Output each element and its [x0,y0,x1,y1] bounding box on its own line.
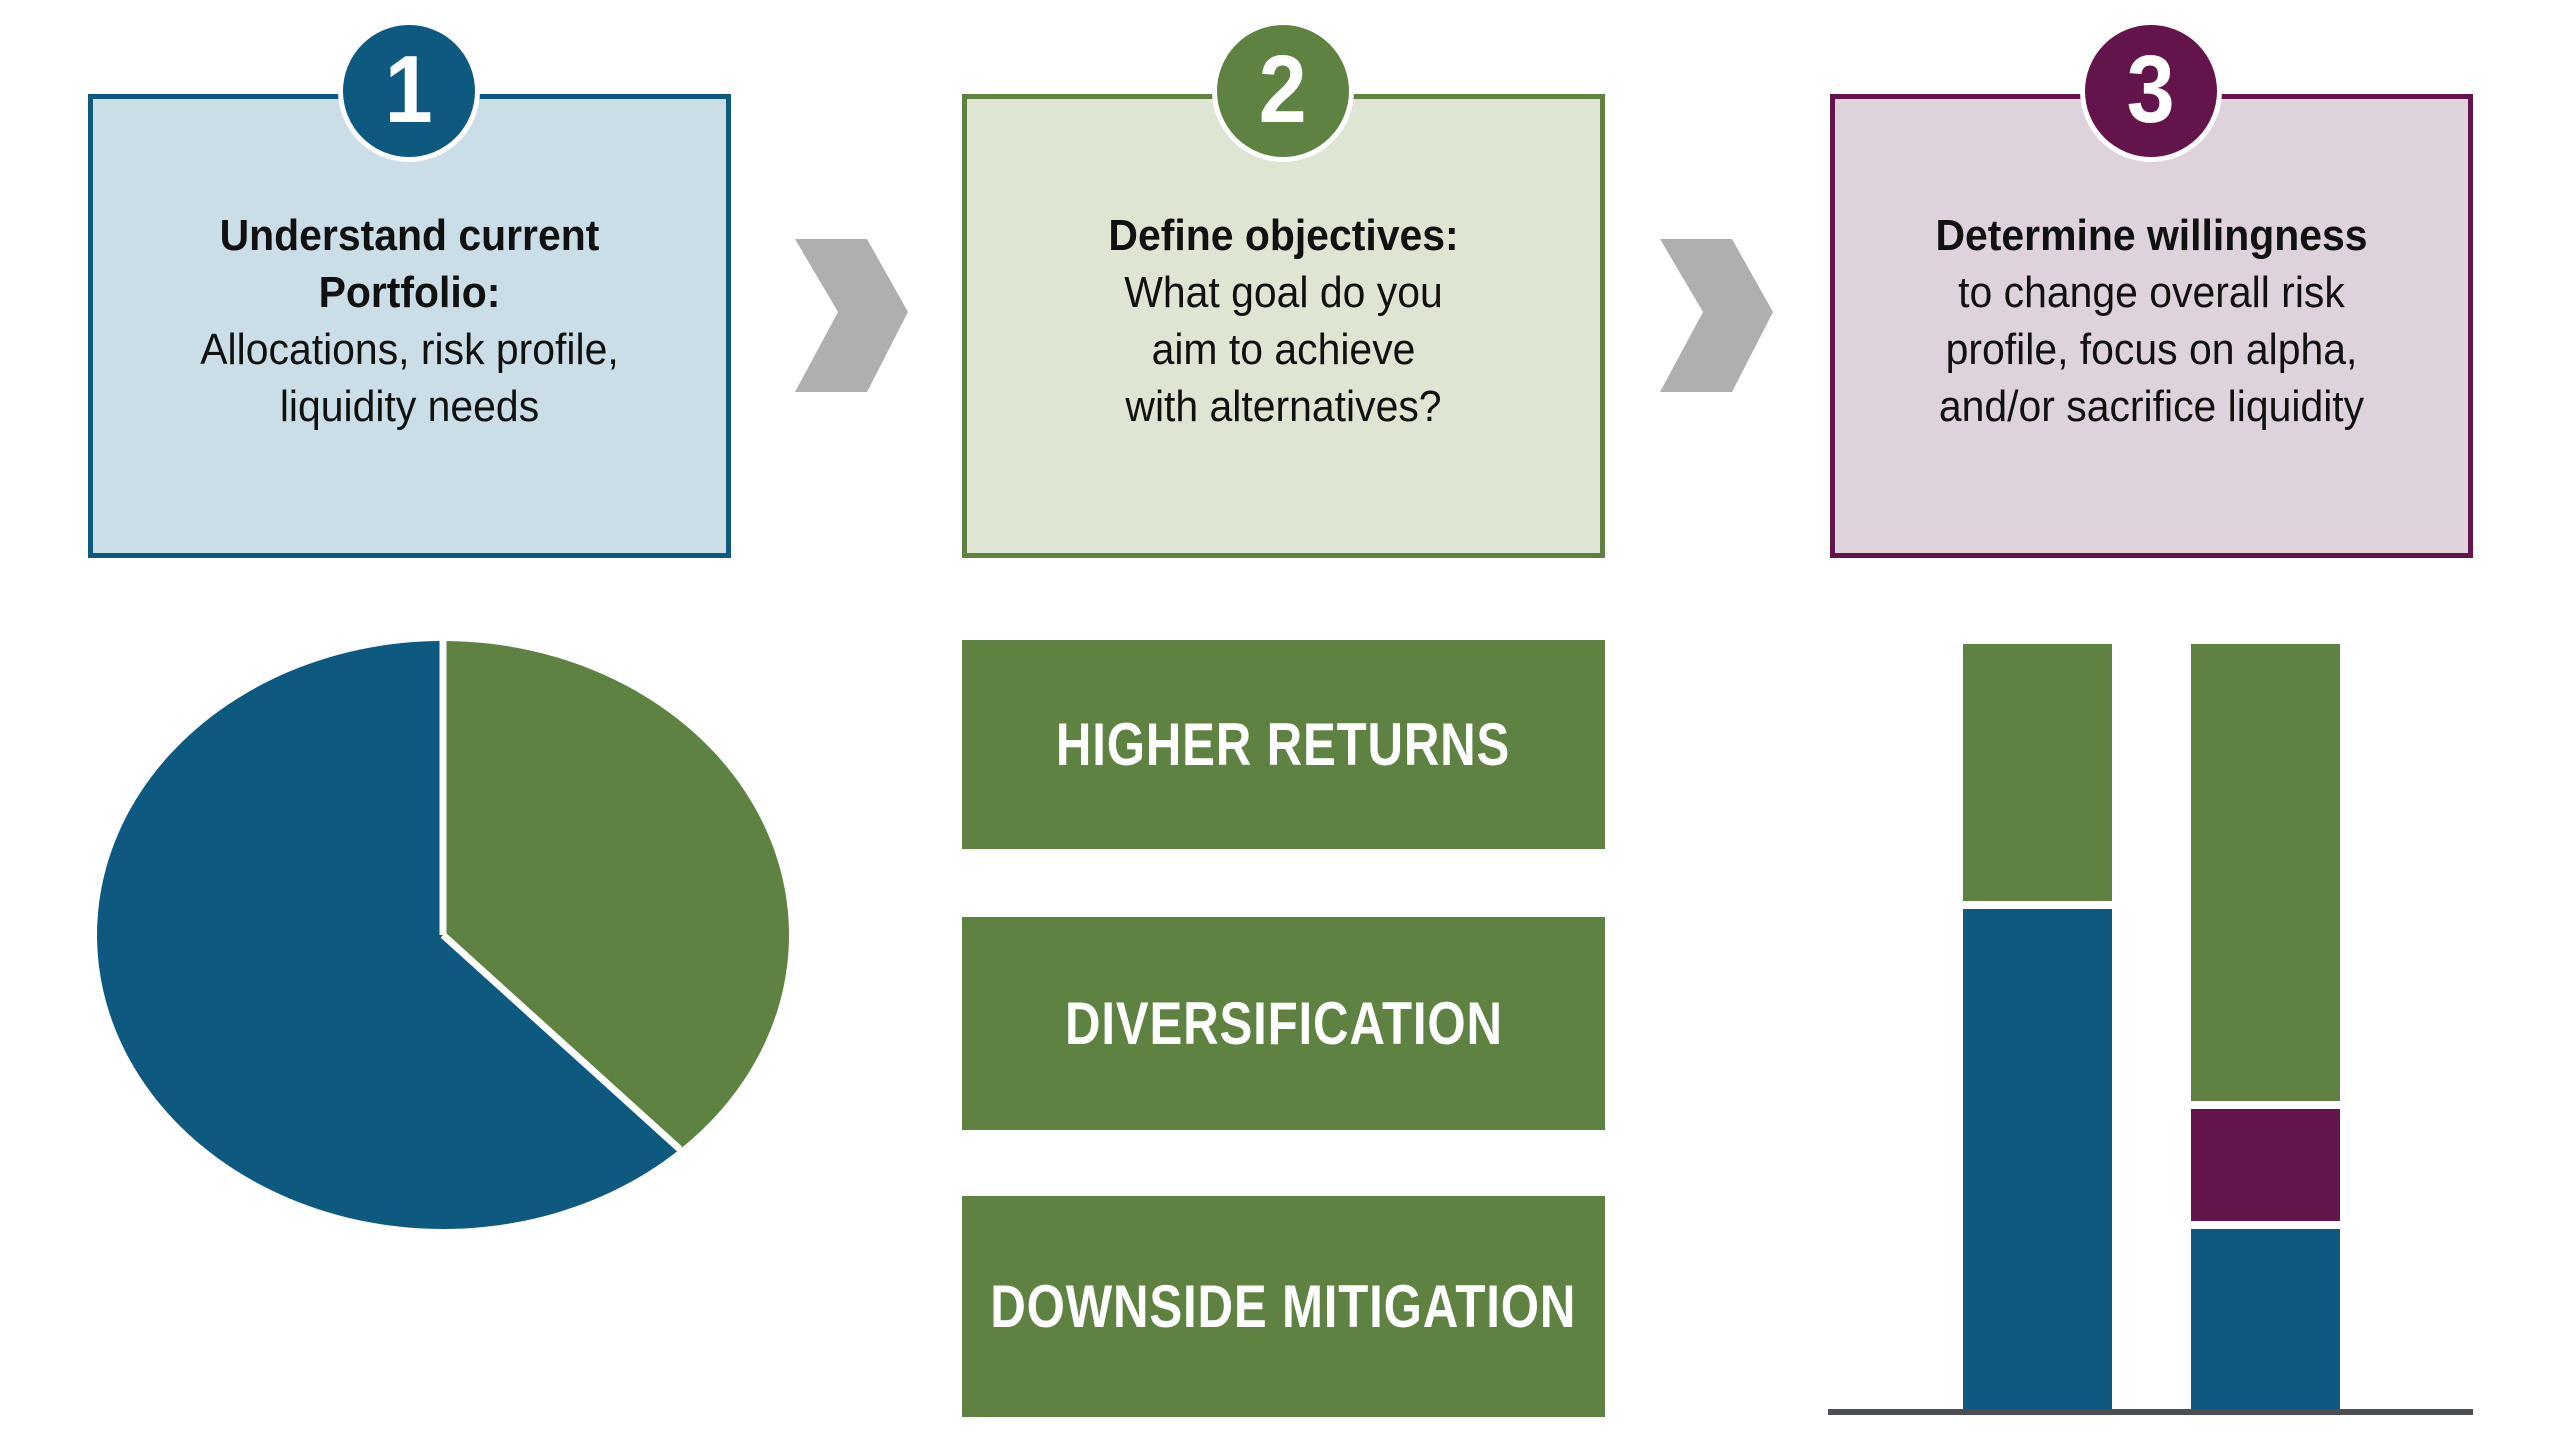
step-1-text: Understand current Portfolio: Allocation… [115,207,704,435]
pie-slice-blue [97,641,680,1229]
chevron-shape [1660,239,1773,392]
pie-slice-green [443,641,790,1150]
objective-bar-higher-returns: HIGHER RETURNS [962,640,1605,849]
objective-bar-diversification: DIVERSIFICATION [962,917,1605,1130]
step-1-title-line: Understand current [219,211,600,260]
chevron-right-icon [795,239,909,393]
allocation-pie-chart [97,641,790,1229]
chevron-shape [795,239,908,392]
objective-bar-label: HIGHER RETURNS [1056,711,1511,778]
step-2-number-badge: 2 [1212,20,1354,162]
stacked-bar-chart [1963,644,2340,1409]
step-3-body-line: to change overall risk [1958,268,2345,317]
step-3-text: Determine willingness to change overall … [1857,207,2446,435]
step-2-title-line: Define objectives: [1108,211,1459,260]
pie-slice-divider [440,932,683,1152]
stacked-bar-2 [2191,644,2340,1409]
step-2-box: Define objectives: What goal do you aim … [962,94,1605,558]
allocation-pie [97,641,790,1229]
step-2-body-line: aim to achieve [1151,325,1416,374]
step-1-title-line: Portfolio: [318,268,501,317]
step-1-box: Understand current Portfolio: Allocation… [88,94,731,558]
step-1-number-badge: 1 [338,20,480,162]
step-3-number: 3 [2126,36,2176,143]
objective-bar-label: DOWNSIDE MITIGATION [990,1273,1577,1340]
step-2-body-line: with alternatives? [1125,382,1442,431]
step-2-number: 2 [1258,36,1308,143]
step-3-number-badge: 3 [2080,20,2222,162]
bar-segment-green [1963,644,2112,901]
step-2-body-line: What goal do you [1124,268,1443,317]
step-1-body-line: liquidity needs [279,382,540,431]
chevron-right-icon [1660,239,1774,393]
bar-segment-green [2191,644,2340,1101]
step-3-body-line: and/or sacrifice liquidity [1938,382,2365,431]
step-3-title-line: Determine willingness [1935,211,2368,260]
bar-segment-purple [2191,1109,2340,1221]
step-3-body-line: profile, focus on alpha, [1945,325,2358,374]
chart-baseline [1828,1409,2473,1415]
step-1-body-line: Allocations, risk profile, [200,325,619,374]
stacked-bar-1 [1963,644,2112,1409]
step-1-number: 1 [384,36,434,143]
objective-bar-label: DIVERSIFICATION [1064,990,1503,1057]
objective-bar-downside-mitigation: DOWNSIDE MITIGATION [962,1196,1605,1417]
step-3-box: Determine willingness to change overall … [1830,94,2473,558]
bar-segment-blue [2191,1229,2340,1409]
bar-segment-blue [1963,909,2112,1409]
step-2-text: Define objectives: What goal do you aim … [989,207,1578,435]
